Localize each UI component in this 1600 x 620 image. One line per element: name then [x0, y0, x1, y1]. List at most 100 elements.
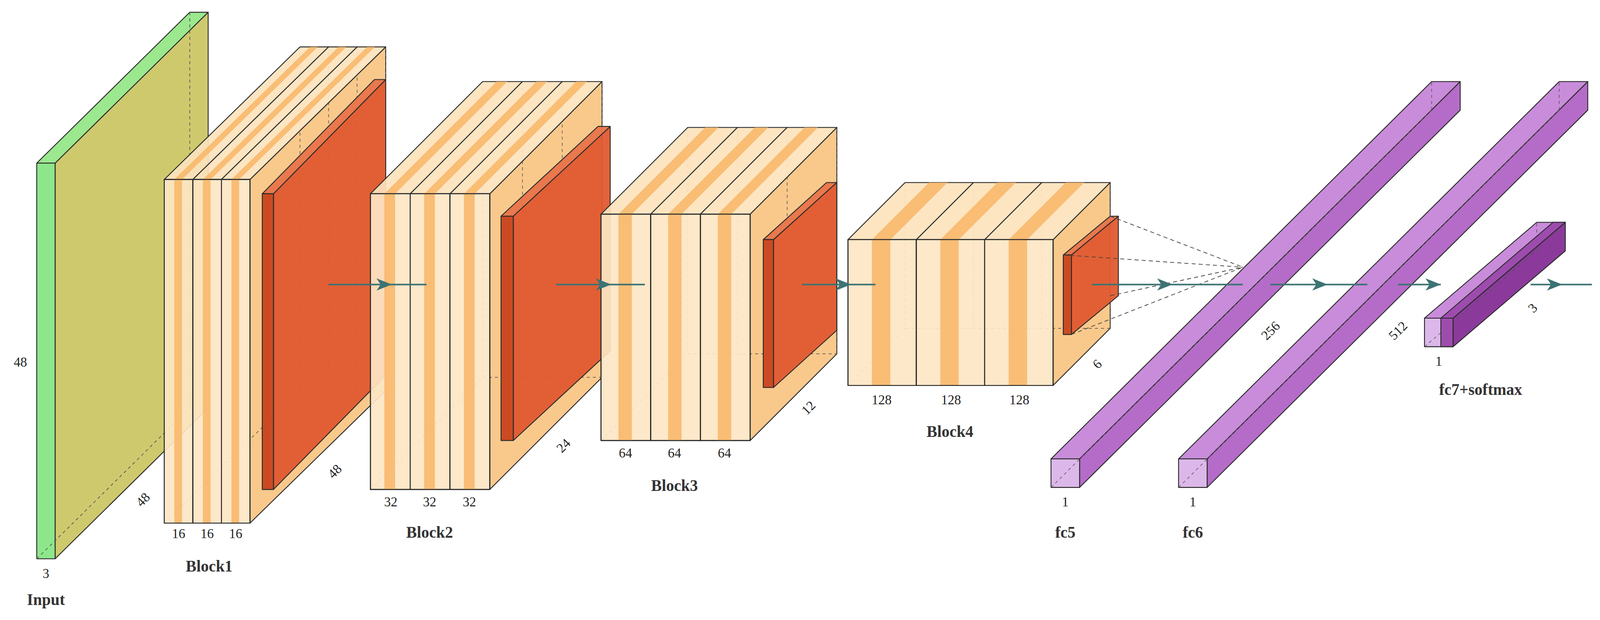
dimension-label: 64 [618, 446, 633, 460]
slab-stripe [668, 214, 682, 441]
slab-front [192, 179, 222, 524]
slab-top [700, 127, 837, 215]
slab-outline [410, 193, 451, 490]
slab-front [650, 214, 701, 441]
dimension-label: 64 [717, 446, 732, 460]
flow-arrow [801, 284, 876, 286]
slab-stripe [717, 127, 818, 215]
slab-front [370, 193, 411, 490]
slab-outline [221, 179, 251, 524]
dimension-label: 48 [13, 355, 28, 369]
slab-outline [650, 214, 701, 441]
slab-top [450, 81, 602, 194]
slab-stripe [463, 193, 475, 490]
pool-side [513, 126, 611, 441]
slab-top [984, 182, 1111, 240]
dimension-label: 128 [940, 393, 962, 407]
layer-name: fc7+softmax [1439, 381, 1523, 398]
flatten-line [1063, 255, 1244, 268]
dimension-label: 3 [1525, 301, 1540, 316]
dimension-label: 128 [1009, 393, 1030, 407]
layer-name: fc5 [1055, 524, 1076, 541]
dimension-label: 3 [42, 566, 50, 581]
slab-stripe [384, 193, 396, 490]
layer-name: Block3 [650, 477, 698, 494]
slab-front [410, 193, 451, 490]
slab-front [984, 239, 1053, 386]
slab-front [221, 179, 251, 524]
layer-name: Block2 [406, 524, 454, 541]
fc-side [1079, 81, 1461, 488]
dimension-label: 1 [1435, 354, 1443, 368]
slab-stripe [1008, 239, 1028, 386]
dimension-label: 32 [384, 495, 398, 509]
dimension-label: 12 [798, 398, 818, 418]
slab-outline [370, 193, 411, 490]
input-top [36, 12, 209, 164]
dimension-label: 16 [172, 526, 186, 541]
slab-outline [601, 214, 651, 441]
slab-stripe [1008, 182, 1085, 240]
layer-name: Block4 [926, 423, 974, 440]
dimension-label: 1 [1189, 495, 1197, 509]
arrow-head [1546, 278, 1563, 291]
slab-stripe [202, 179, 211, 524]
slab-front [916, 239, 985, 386]
slab-outline [450, 193, 490, 490]
slab-stripe [717, 214, 732, 441]
slab-stripe [423, 193, 435, 490]
hidden-edge [1558, 81, 1560, 111]
input-front [36, 163, 56, 560]
dimension-label: 16 [200, 526, 214, 541]
slab-stripe [202, 46, 347, 180]
fc-front-dark [1440, 318, 1454, 348]
dimension-label: 24 [553, 436, 573, 456]
pool-front [262, 193, 274, 490]
dimension-label: 6 [1089, 357, 1104, 372]
fc-front [1424, 318, 1454, 348]
dimension-label: 32 [462, 495, 476, 509]
arrow-head [835, 278, 852, 291]
dimension-label: 16 [229, 526, 243, 541]
slab-stripe [940, 239, 959, 386]
dimension-label: 48 [325, 462, 345, 481]
hidden-edge [1424, 251, 1537, 348]
slab-outline [192, 179, 222, 524]
slab-outline [916, 239, 985, 386]
slab-stripe [618, 214, 632, 441]
slab-outline [984, 239, 1053, 386]
layer-name: Block1 [185, 558, 233, 575]
slab-stripe [463, 81, 587, 194]
slab-front [847, 239, 917, 386]
fc-top-dark [1440, 222, 1566, 319]
slab-stripe [231, 46, 375, 180]
slab-top [192, 46, 357, 180]
pool-front [763, 239, 774, 388]
dimension-label: 64 [667, 446, 681, 460]
dimension-label: 48 [133, 490, 153, 510]
slab-front [450, 193, 490, 490]
flow-arrow [328, 284, 427, 286]
layer-name: fc6 [1182, 524, 1203, 541]
slab-stripe [174, 179, 182, 524]
hidden-edge [1431, 81, 1432, 111]
slab-outline [700, 214, 751, 441]
arrow-head [595, 278, 612, 291]
slab-stripe [231, 179, 239, 524]
pool-top [763, 182, 837, 240]
pool-top [1063, 216, 1119, 255]
dimension-label: 32 [423, 495, 437, 509]
slab-stripe [871, 239, 891, 386]
arrow-head [1157, 278, 1173, 291]
pool-front [501, 216, 514, 441]
slab-front [601, 214, 651, 441]
fc-top [1178, 81, 1588, 460]
arrow-head [1425, 278, 1441, 291]
slab-outline [164, 179, 194, 524]
layer-name: Input [27, 592, 65, 608]
pool-front [1063, 255, 1072, 335]
slab-front [700, 214, 751, 441]
slab-top [221, 46, 386, 180]
dimension-label: 128 [871, 393, 893, 407]
